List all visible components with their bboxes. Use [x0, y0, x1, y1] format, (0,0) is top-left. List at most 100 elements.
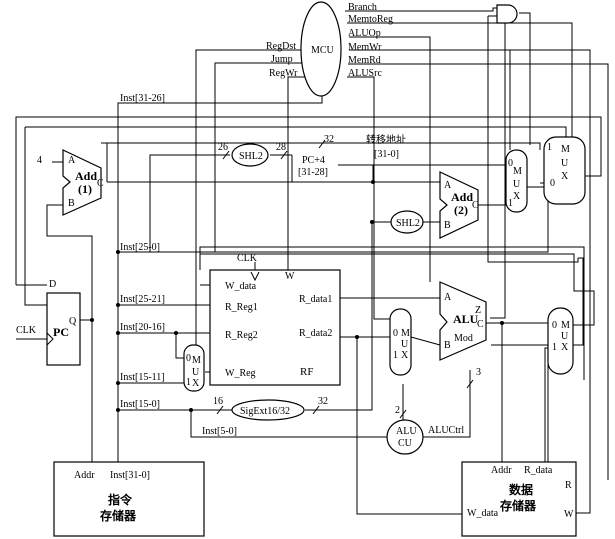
sigext-in-width: 16	[213, 396, 223, 407]
rf-rreg2: R_Reg2	[225, 330, 258, 341]
dmem-addr: Addr	[491, 465, 512, 476]
svg-text:0: 0	[186, 353, 191, 364]
alu-control-unit: ALU CU ALUCtrl 3 2	[386, 367, 481, 455]
shl2-mid-label: SHL2	[396, 218, 420, 229]
shl2-top: SHL2	[231, 143, 269, 167]
svg-text:U: U	[513, 179, 521, 190]
svg-text:1: 1	[186, 377, 191, 388]
instruction-memory: Addr Inst[31-0] 指令 存储器	[53, 461, 205, 537]
add2-label: Add	[451, 190, 473, 204]
rf-rdata2: R_data2	[299, 328, 332, 339]
dmem-rdata: R_data	[524, 465, 553, 476]
add2-index: (2)	[454, 203, 468, 217]
pc-bits-label: [31-28]	[298, 167, 328, 178]
alucu-line1: ALU	[396, 426, 417, 437]
sigext-label: SigExt16/32	[240, 406, 290, 417]
pc-q: Q	[69, 316, 77, 327]
pc4-label: PC+4	[302, 155, 325, 166]
imem-title-1: 指令	[108, 492, 133, 507]
shl2-mid: SHL2	[390, 210, 424, 234]
signal-memtoreg: MemtoReg	[348, 14, 393, 25]
width-28: 28	[276, 142, 286, 153]
alu-a: A	[444, 292, 452, 303]
alu-mod: Mod	[454, 333, 473, 344]
imem-addr: Addr	[74, 470, 95, 481]
sigext-out-width: 32	[318, 396, 328, 407]
svg-text:0: 0	[508, 158, 513, 169]
rf-clk: CLK	[237, 253, 258, 264]
sign-extender: SigExt16/32 16 32	[213, 396, 328, 421]
svg-text:M: M	[401, 328, 410, 339]
svg-text:M: M	[561, 144, 570, 155]
add2-c: C	[472, 200, 479, 211]
inst-31-26-label: Inst[31-26]	[120, 93, 165, 104]
svg-text:1: 1	[508, 198, 513, 209]
alu: A B Z C ALU Mod	[439, 281, 487, 361]
dmem-wdata: W_data	[467, 508, 499, 519]
bus-width-ticks	[216, 139, 474, 419]
svg-text:0: 0	[550, 178, 555, 189]
svg-text:M: M	[561, 320, 570, 331]
width-32: 32	[324, 134, 334, 145]
dmem-w: W	[564, 509, 574, 520]
svg-text:X: X	[561, 171, 569, 182]
adder-2: A B C Add (2)	[439, 171, 479, 239]
pc-d: D	[49, 279, 56, 290]
imem-title-2: 存储器	[99, 508, 137, 523]
pc-label: PC	[53, 325, 69, 339]
junction-dots	[90, 180, 504, 412]
svg-text:1: 1	[552, 342, 557, 353]
inst-25-0-label: Inst[25-0]	[120, 242, 160, 253]
inst-5-0-label: Inst[5-0]	[202, 426, 237, 437]
mcu: MCU	[300, 1, 342, 97]
aluop-width: 2	[395, 405, 400, 416]
rf-rreg1: R_Reg1	[225, 302, 258, 313]
rf-wreg: W_Reg	[225, 368, 256, 379]
svg-text:M: M	[192, 355, 201, 366]
alu-c: C	[477, 319, 484, 330]
svg-text:U: U	[401, 339, 409, 350]
svg-text:X: X	[192, 378, 200, 389]
dmem-title-1: 数据	[509, 482, 533, 497]
instruction-field-labels: Inst[31-26] Inst[25-0] Inst[25-21] Inst[…	[120, 93, 237, 437]
aluctrl-width: 3	[476, 367, 481, 378]
pc-register: PC D Q CLK	[16, 279, 81, 366]
signal-jump: Jump	[271, 54, 293, 65]
svg-text:X: X	[561, 342, 569, 353]
add2-a: A	[444, 180, 452, 191]
alu-label: ALU	[453, 312, 479, 326]
alu-b: B	[444, 340, 451, 351]
pc-clk: CLK	[16, 325, 37, 336]
signal-regdst: RegDst	[266, 41, 296, 52]
signal-memwr: MemWr	[348, 42, 382, 53]
wires	[15, 7, 609, 515]
svg-text:U: U	[561, 331, 569, 342]
mcu-signal-labels: Branch MemtoReg ALUOp MemWr MemRd ALUSrc…	[266, 2, 393, 79]
svg-text:X: X	[401, 350, 409, 361]
add1-index: (1)	[78, 182, 92, 196]
signal-memrd: MemRd	[348, 55, 381, 66]
signal-alusrc: ALUSrc	[348, 68, 382, 79]
width-26: 26	[218, 142, 228, 153]
mux-regdst: 0 M U 1 X	[183, 344, 205, 392]
signal-aluop: ALUOp	[348, 28, 381, 39]
rf-rdata1: R_data1	[299, 294, 332, 305]
svg-text:1: 1	[547, 142, 552, 153]
rf-w: W	[285, 271, 295, 282]
data-memory: Addr R_data W_data 数据 存储器 R W	[461, 461, 577, 537]
mcu-label: MCU	[311, 45, 335, 56]
mux-alusrc: 0 M U 1 X	[389, 308, 412, 376]
add1-b: B	[68, 198, 75, 209]
svg-text:0: 0	[552, 320, 557, 331]
inst-20-16-label: Inst[20-16]	[120, 322, 165, 333]
dmem-title-2: 存储器	[499, 498, 537, 513]
svg-text:U: U	[561, 158, 569, 169]
rf-wdata: W_data	[225, 281, 257, 292]
and-gate	[496, 4, 518, 24]
add1-label: Add	[75, 169, 97, 183]
svg-text:U: U	[192, 367, 200, 378]
signal-branch: Branch	[348, 2, 377, 13]
add2-b: B	[444, 220, 451, 231]
rf-label: RF	[300, 366, 313, 378]
